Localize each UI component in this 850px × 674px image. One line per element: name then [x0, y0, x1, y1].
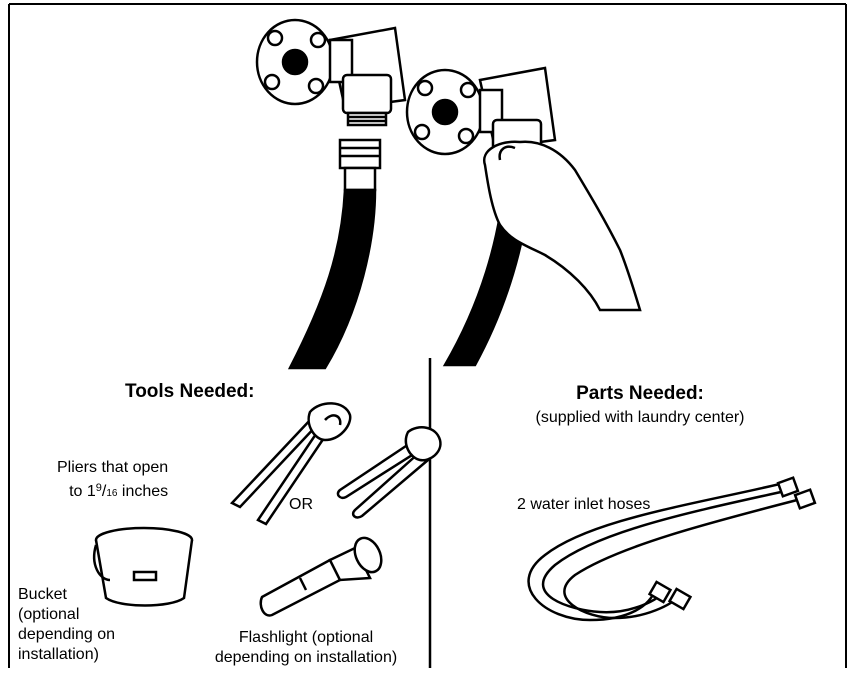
bucket-label-line4: installation) [18, 645, 115, 665]
pliers-size-prefix: to 1 [69, 483, 96, 500]
tools-needed-heading: Tools Needed: [125, 381, 255, 403]
pliers-size-numerator: 9 [96, 482, 102, 494]
faucet-icon [257, 20, 405, 125]
pliers-size-suffix: inches [117, 483, 168, 500]
pliers-size-denominator: 16 [106, 488, 117, 499]
bucket-label-line1: Bucket [18, 585, 115, 605]
pliers-label: Pliers that open to 19/16 inches [57, 458, 168, 504]
bucket-label-line3: depending on [18, 625, 115, 645]
hose-icon [290, 140, 380, 368]
flashlight-label-line2: depending on installation) [188, 648, 424, 668]
pliers-icon [338, 427, 440, 517]
parts-needed-subheading: (supplied with laundry center) [505, 408, 775, 428]
bucket-label-line2: (optional [18, 605, 115, 625]
water-inlet-hoses-label: 2 water inlet hoses [517, 495, 650, 515]
pliers-label-line2: to 19/16 inches [57, 478, 168, 504]
flashlight-label: Flashlight (optional depending on instal… [188, 628, 424, 668]
or-label: OR [289, 495, 313, 515]
flashlight-label-line1: Flashlight (optional [188, 628, 424, 648]
flashlight-icon [261, 534, 387, 616]
bucket-label: Bucket (optional depending on installati… [18, 585, 115, 665]
pliers-label-line1: Pliers that open [57, 458, 168, 478]
parts-needed-heading: Parts Needed: [530, 383, 750, 405]
